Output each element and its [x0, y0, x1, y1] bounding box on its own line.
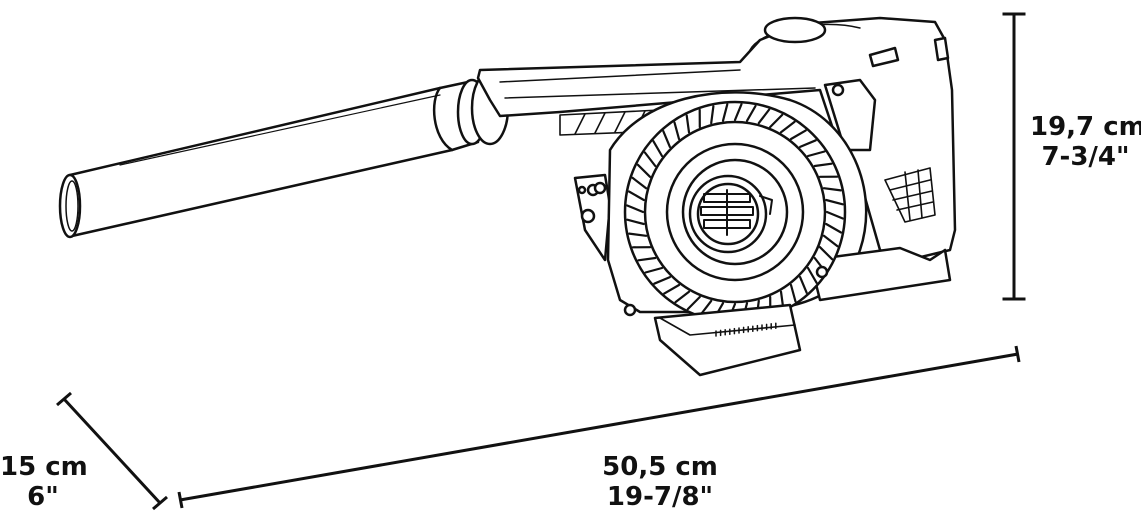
length-imperial: 19-7/8" [560, 482, 760, 512]
height-dimension-label: 19,7 cm 7-3/4" [1030, 112, 1141, 172]
depth-metric: 15 cm [0, 452, 86, 482]
nozzle-tube [60, 72, 508, 237]
battery-pack [655, 305, 800, 375]
height-dimension-line [1004, 14, 1024, 299]
height-metric: 19,7 cm [1030, 112, 1141, 142]
depth-imperial: 6" [0, 482, 86, 512]
height-imperial: 7-3/4" [1030, 142, 1141, 172]
leaf-blower-icon [60, 18, 955, 375]
length-dimension-label: 50,5 cm 19-7/8" [560, 452, 760, 512]
depth-dimension-label: 15 cm 6" [0, 452, 86, 512]
length-metric: 50,5 cm [560, 452, 760, 482]
